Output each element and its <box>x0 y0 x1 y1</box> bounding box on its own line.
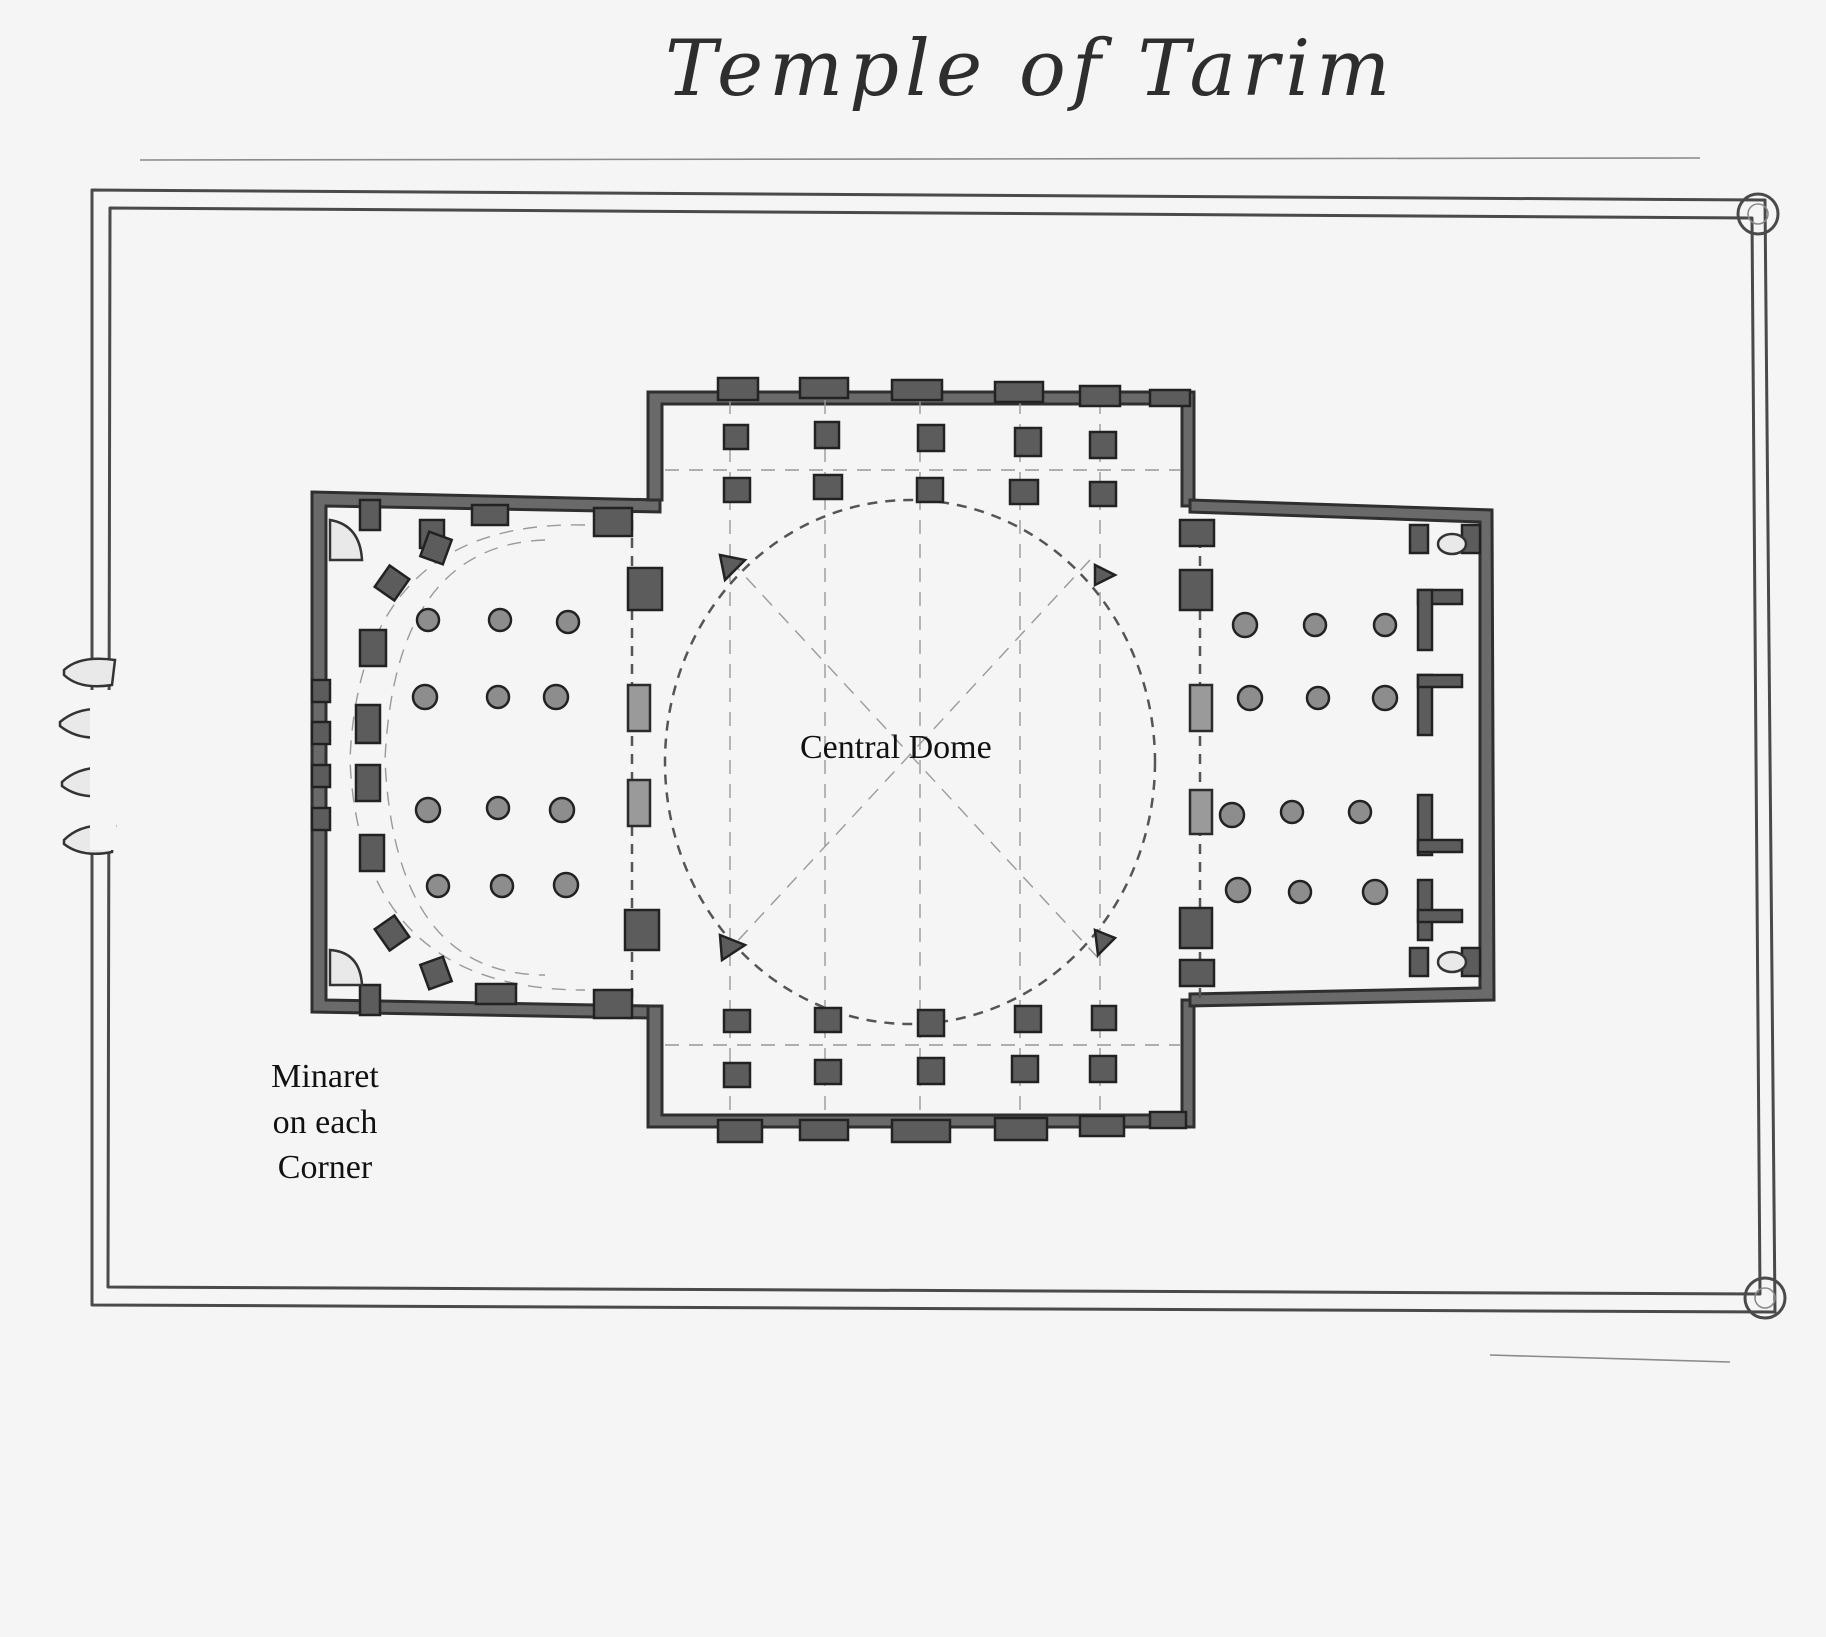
west-colonnade <box>411 607 581 899</box>
map-title: Temple of Tarim <box>665 24 1396 114</box>
label-minaret-line1: Minaret <box>271 1058 379 1095</box>
label-minaret-note: Minaret on each Corner <box>271 1058 379 1186</box>
temple-building <box>310 376 1496 1144</box>
east-colonnade <box>1218 611 1399 906</box>
courtyard-wall <box>90 157 1777 1363</box>
label-minaret-line3: Corner <box>278 1149 373 1186</box>
label-central-dome: Central Dome <box>800 729 992 766</box>
west-gate <box>58 657 117 855</box>
minaret-se <box>1743 1276 1787 1320</box>
minaret-ne <box>1736 192 1780 236</box>
label-minaret-line2: on each <box>273 1104 378 1141</box>
central-dome-outline <box>663 498 1157 1026</box>
